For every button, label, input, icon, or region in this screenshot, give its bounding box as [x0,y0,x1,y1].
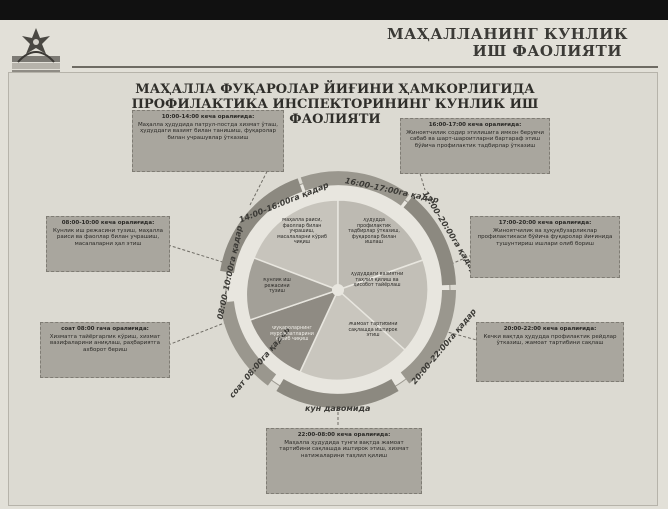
schedule-box-7-time: 22:00-08:00 кеча оралиғида: [297,432,391,438]
schedule-box-5-text: Хизматга тайёргарлик кўриш, хизмат вазиф… [49,333,161,353]
page-heading-line1: МАҲАЛЛАНИНГ КУНЛИК [387,25,628,43]
schedule-box-1: 10:00-14:00 кеча оралиғида: Маҳалла ҳуду… [132,110,284,172]
sector-4 [299,288,407,382]
page-heading-line2: ИШ ФАОЛИЯТИ [472,42,622,60]
ring-segment-left-top [220,178,303,274]
infographic-title: МАҲАЛЛА ФУҚАРОЛАР ЙИҒИНИ ҲАМКОРЛИГИДА ПР… [110,82,560,127]
schedule-box-3-time: 08:00-10:00 кеча оралиғида: [61,220,155,226]
schedule-box-5: соат 08:00 гача оралиғида: Хизматга тайё… [40,322,170,378]
sector-2-text: Ҳудудда профилактик тадбирлар ўтказиш, ф… [348,218,400,246]
ring-segment-bottom [276,378,399,408]
infographic-title-line1: МАҲАЛЛА ФУҚАРОЛАР ЙИҒИНИ ҲАМКОРЛИГИДА [135,82,535,97]
schedule-box-3-text: Кунлик иш режасини тузиш, маҳалла раиси … [52,227,164,247]
ring-segment-right-bottom [400,289,456,384]
sector-1 [253,199,339,292]
sector-6-text: Кунлик иш режасини тузиш [263,278,291,295]
infographic-title-line2: ПРОФИЛАКТИКА ИНСПЕКТОРИНИНГ КУНЛИК ИШ ФА… [131,97,539,127]
sector-6 [245,257,341,321]
ring-segment-right-top [403,196,456,286]
heading-rule [72,66,658,68]
sector-4-text: Жамоат тартибини сақлашда иштирок этиш [348,322,398,339]
sector-3-text: Ҳудуддаги вазиятни таҳлил қилиш ва ҳисоб… [350,272,404,289]
schedule-box-6-text: Кечки вақтда ҳудудда профилактик рейдлар… [483,333,617,347]
schedule-box-4: 17:00-20:00 кеча оралиғида: Жиноятчилик … [470,216,620,278]
sector-3 [336,259,429,352]
sector-1-text: Маҳалла раиси, фаоллар билан учрашиш, ма… [277,218,327,246]
sector-5-text: Фуқароларнинг мурожаатларини кўриб чиқиш [270,326,314,343]
schedule-box-1-time: 10:00-14:00 кеча оралиғида: [161,114,255,120]
schedule-box-3: 08:00-10:00 кеча оралиғида: Кунлик иш ре… [46,216,170,272]
page-heading: МАҲАЛЛАНИНГ КУНЛИК ИШ ФАОЛИЯТИ [328,26,628,60]
schedule-box-6-time: 20:00-22:00 кеча оралиғида: [503,326,597,332]
schedule-box-6: 20:00-22:00 кеча оралиғида: Кечки вақтда… [476,322,624,382]
schedule-box-2-text: Жиноятчилик содир этилишига имкон берувч… [406,129,544,149]
top-black-bar [0,0,668,20]
ring-segment-left-bottom [220,301,277,386]
schedule-box-4-text: Жиноятчилик ва ҳуқуқбузарликлар профилак… [477,227,613,247]
schedule-box-7: 22:00-08:00 кеча оралиғида: Маҳалла ҳуду… [266,428,422,494]
wheel-label-bottom: кун давомида [305,404,371,413]
schedule-box-5-time: соат 08:00 гача оралиғида: [61,326,149,332]
ring-segment-top [300,171,410,206]
schedule-box-7-text: Маҳалла ҳудудида тунги вақтда жамоат тар… [279,439,409,459]
schedule-box-4-time: 17:00-20:00 кеча оралиғида: [498,220,592,226]
schedule-box-2: 16:00-17:00 кеча оралиғида: Жиноятчилик … [400,118,550,174]
sector-5 [249,288,340,373]
wheel-center [332,284,344,296]
schedule-box-1-text: Маҳалла ҳудудида патрул-постда хизмат ўт… [137,121,279,141]
schedule-box-2-time: 16:00-17:00 кеча оралиғида: [428,122,522,128]
